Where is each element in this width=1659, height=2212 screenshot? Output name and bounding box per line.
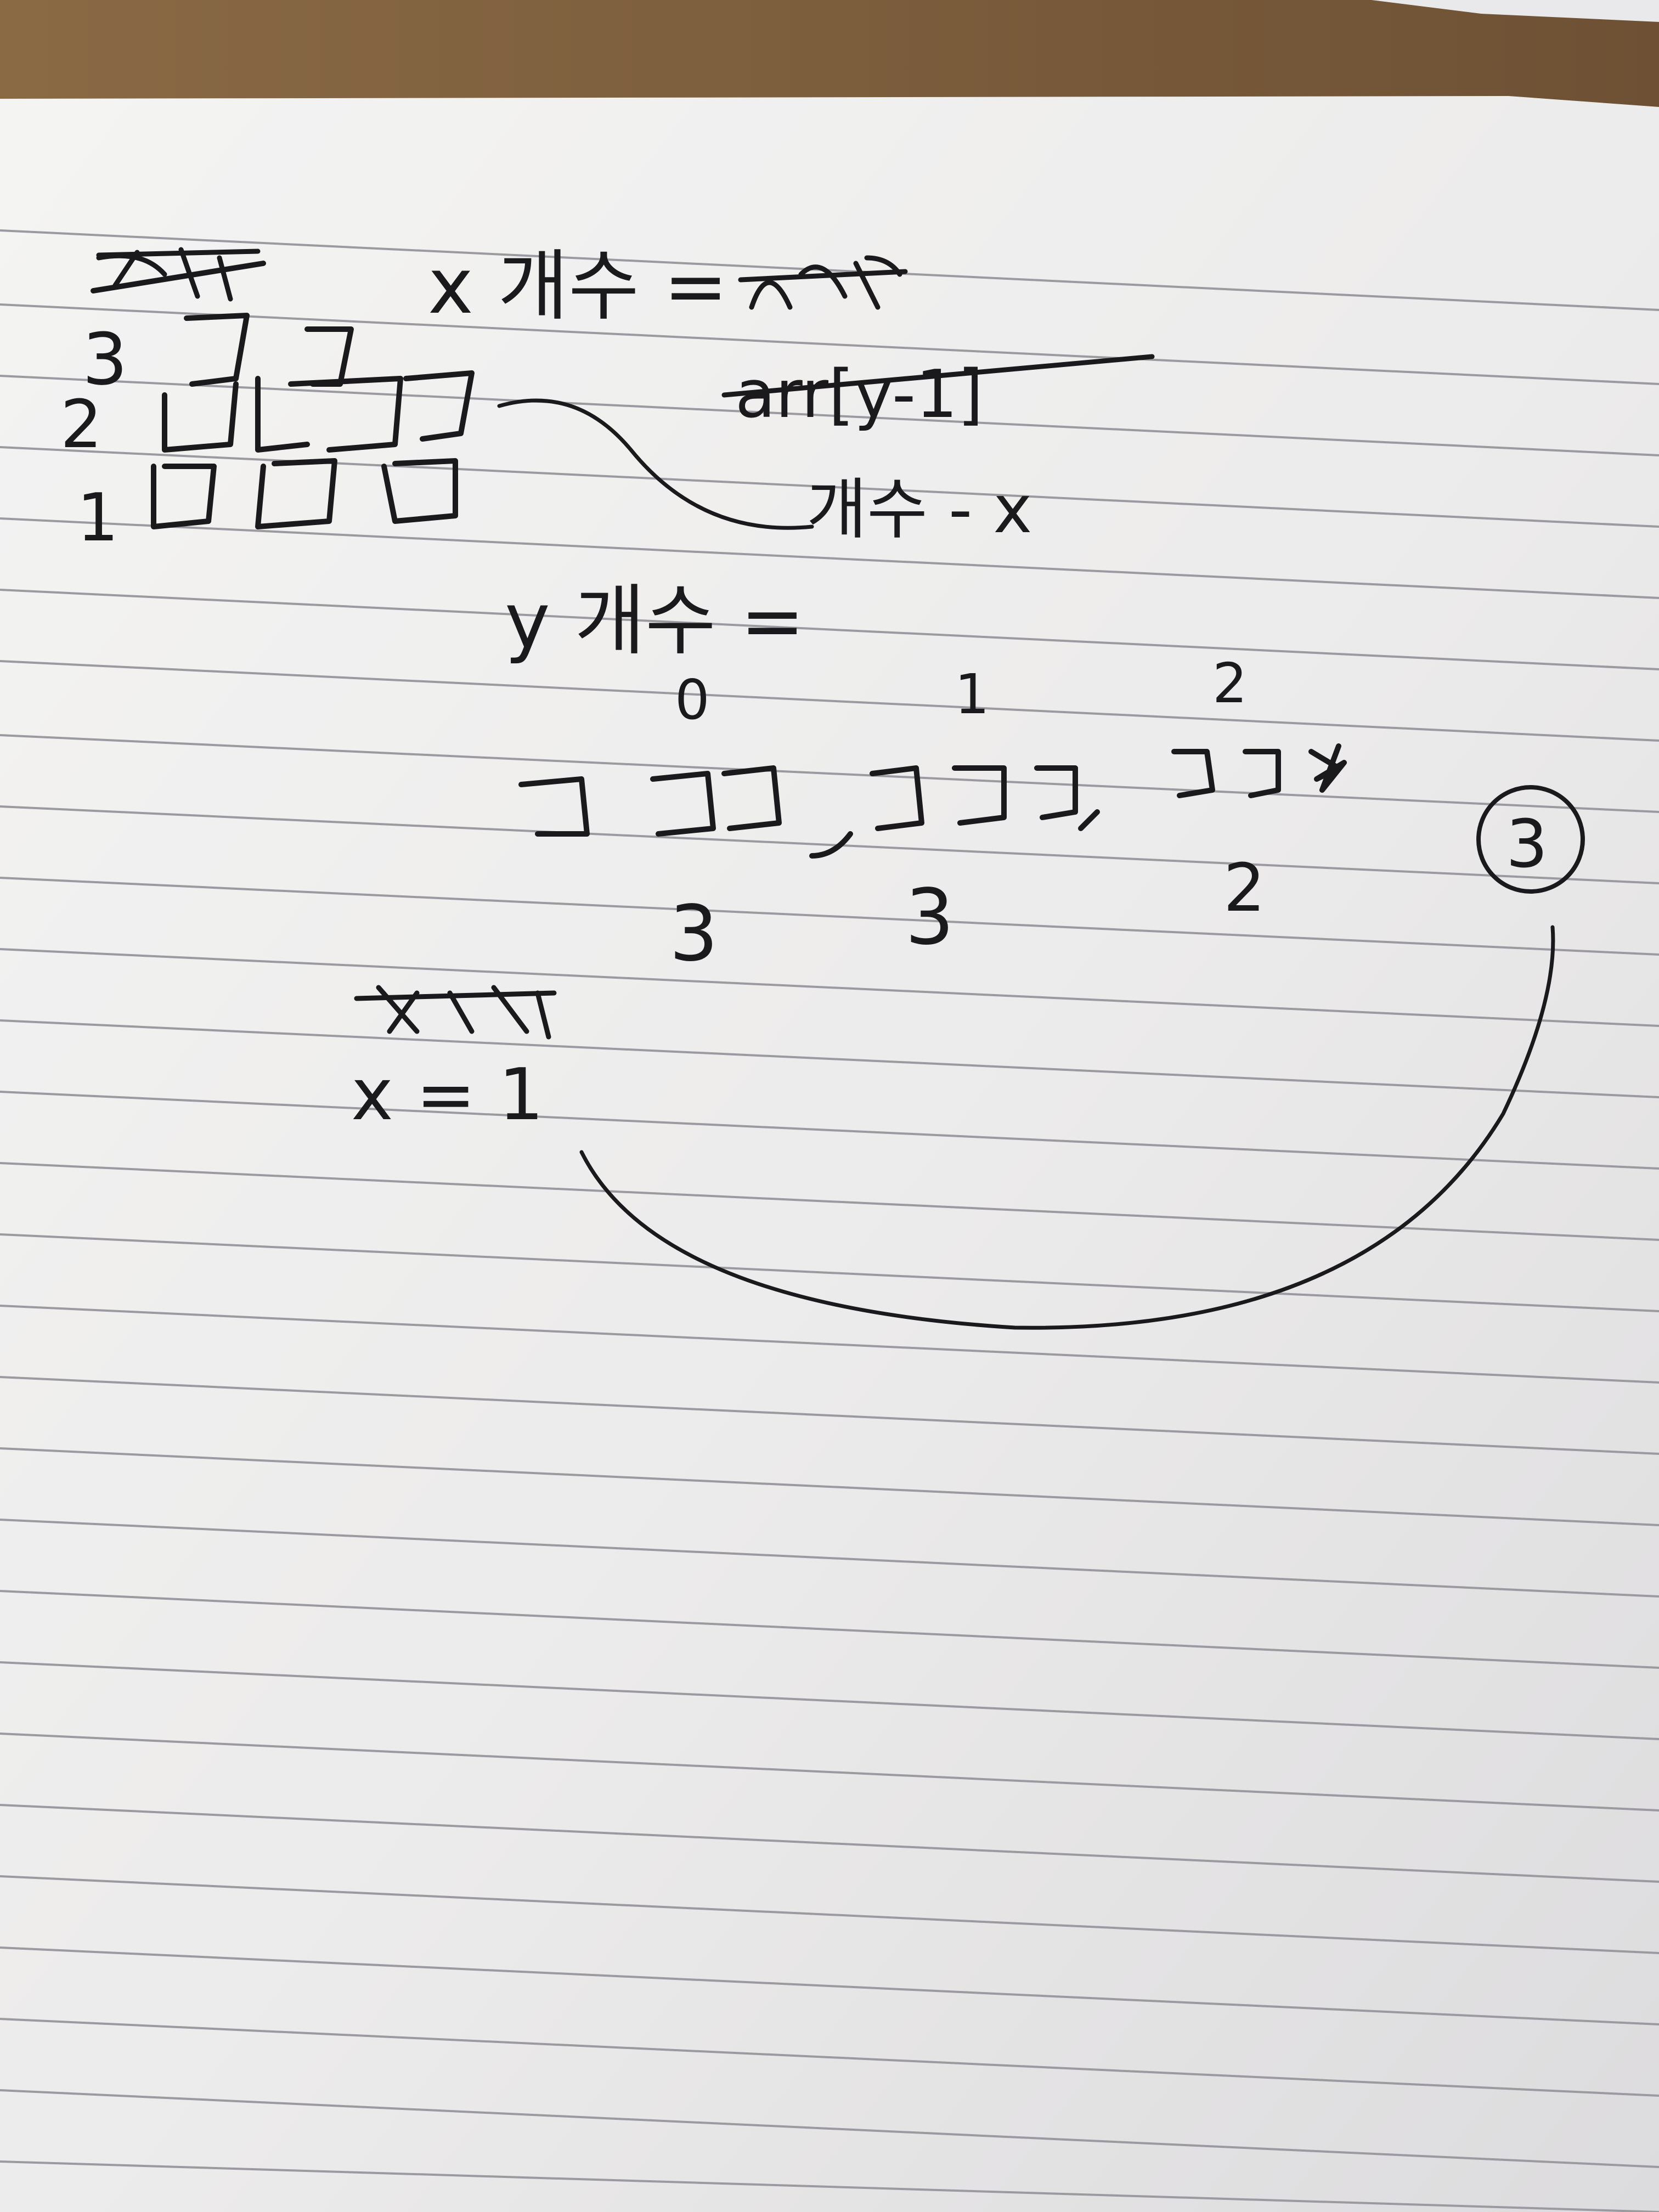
box-groups: [518, 743, 1347, 859]
row-label-3: 3: [82, 318, 128, 401]
group-index-2: 2: [1212, 651, 1248, 715]
notebook-page: [0, 96, 1659, 2212]
struck-word-before-x-value: [354, 985, 557, 1040]
group-count-0: 3: [669, 889, 718, 979]
row-label-1: 1: [77, 480, 119, 556]
struck-arr-expression: arr[y-1]: [735, 357, 983, 433]
struck-heading-top-left: [91, 247, 266, 302]
count-minus-x: 개수 - x: [806, 472, 1032, 548]
group-index-1: 1: [955, 662, 990, 726]
ruled-lines: [0, 229, 1659, 2212]
group-count-1: 3: [905, 873, 954, 962]
strike-through-arr: [721, 354, 1155, 398]
group-count-2: 2: [1223, 850, 1265, 927]
y-count-heading: y 개수 =: [505, 577, 805, 666]
connector-curve-bottom: [579, 925, 1555, 1330]
circled-number: 3: [1506, 806, 1548, 883]
box-diagram: [151, 313, 475, 529]
x-equals-one: x = 1: [351, 1053, 544, 1136]
group-index-0: 0: [675, 668, 710, 732]
circle-around-3: [1476, 785, 1585, 894]
white-object: [1372, 0, 1659, 22]
x-count-heading: x 개수 =: [428, 242, 728, 331]
struck-word-after-x: [738, 255, 908, 310]
row-label-2: 2: [60, 387, 102, 463]
connector-curve-top: [497, 398, 814, 530]
